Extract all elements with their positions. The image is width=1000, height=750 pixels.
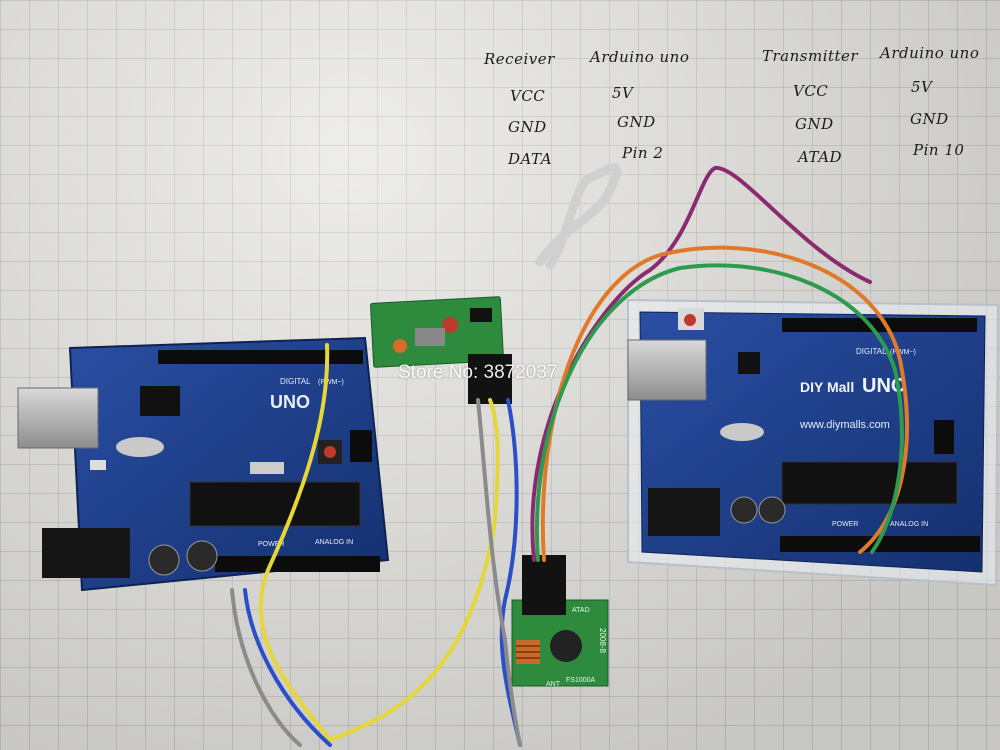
left-board-power-label: POWER [258, 541, 284, 548]
right-dc-jack [648, 488, 720, 536]
transmitter-arduino-header: Arduino uno [880, 44, 980, 62]
tx-row-data-pin: ATAD [798, 148, 843, 166]
wire-orange [540, 245, 909, 562]
right-board-analog-label: ANALOG IN [890, 521, 928, 528]
rx-row-data-pin: DATA [508, 150, 553, 168]
transmitter-model-label: FS1000A [566, 677, 596, 684]
wire-blue [243, 398, 522, 747]
left-dc-jack [42, 528, 130, 578]
transmitter-header-pins [522, 555, 566, 615]
left-usb-port [17, 387, 99, 449]
coil-antenna [516, 640, 540, 664]
transmitter-module [511, 555, 609, 687]
left-arduino-board [17, 336, 390, 592]
left-board-digital-label: DIGITAL [280, 377, 311, 386]
store-watermark: Store No: 3872037 [398, 362, 558, 383]
right-usb-port [627, 339, 707, 401]
rx-row-gnd-pin: GND [508, 118, 547, 136]
receiver-header: Receiver [484, 50, 555, 68]
left-board-pwm-label: (PWM~) [318, 379, 344, 386]
left-board-uno-label: UNO [270, 392, 310, 412]
tx-row-gnd-pin: GND [795, 115, 834, 133]
transmitter-ant-label: ANT [546, 681, 561, 688]
wire-yellow [258, 343, 500, 743]
tx-row-vcc-pin: VCC [793, 82, 829, 100]
right-board-digital-label: DIGITAL [856, 347, 887, 356]
receiver-arduino-header: Arduino uno [590, 48, 690, 66]
right-board-pwm-label: (PWM~) [890, 349, 916, 356]
wire-gray [230, 398, 522, 747]
left-board-analog-label: ANALOG IN [315, 539, 353, 546]
receiver-module [370, 296, 512, 404]
right-board-power-label: POWER [832, 521, 858, 528]
transmitter-pin-label: ATAD [572, 607, 590, 614]
tx-row-data-arduino: Pin 10 [913, 141, 965, 159]
wire-green [535, 263, 904, 562]
tx-row-vcc-arduino: 5V [911, 78, 933, 96]
right-board-url: www.diymalls.com [799, 419, 890, 431]
rx-row-vcc-arduino: 5V [612, 84, 634, 102]
right-board-brand: DIY Mall [800, 379, 854, 395]
left-atmega-chip [189, 481, 361, 527]
right-atmega-chip [781, 461, 958, 505]
rx-row-gnd-arduino: GND [617, 113, 656, 131]
transmitter-header: Transmitter [762, 47, 859, 65]
receiver-header-pins [468, 354, 512, 404]
rx-row-vcc-pin: VCC [510, 87, 546, 105]
right-arduino-in-case [627, 298, 1000, 587]
transmitter-code-label: 2008-8 [598, 628, 607, 653]
rx-row-data-arduino: Pin 2 [622, 144, 664, 162]
tx-row-gnd-arduino: GND [910, 110, 949, 128]
gray-loop-cable [535, 163, 622, 270]
